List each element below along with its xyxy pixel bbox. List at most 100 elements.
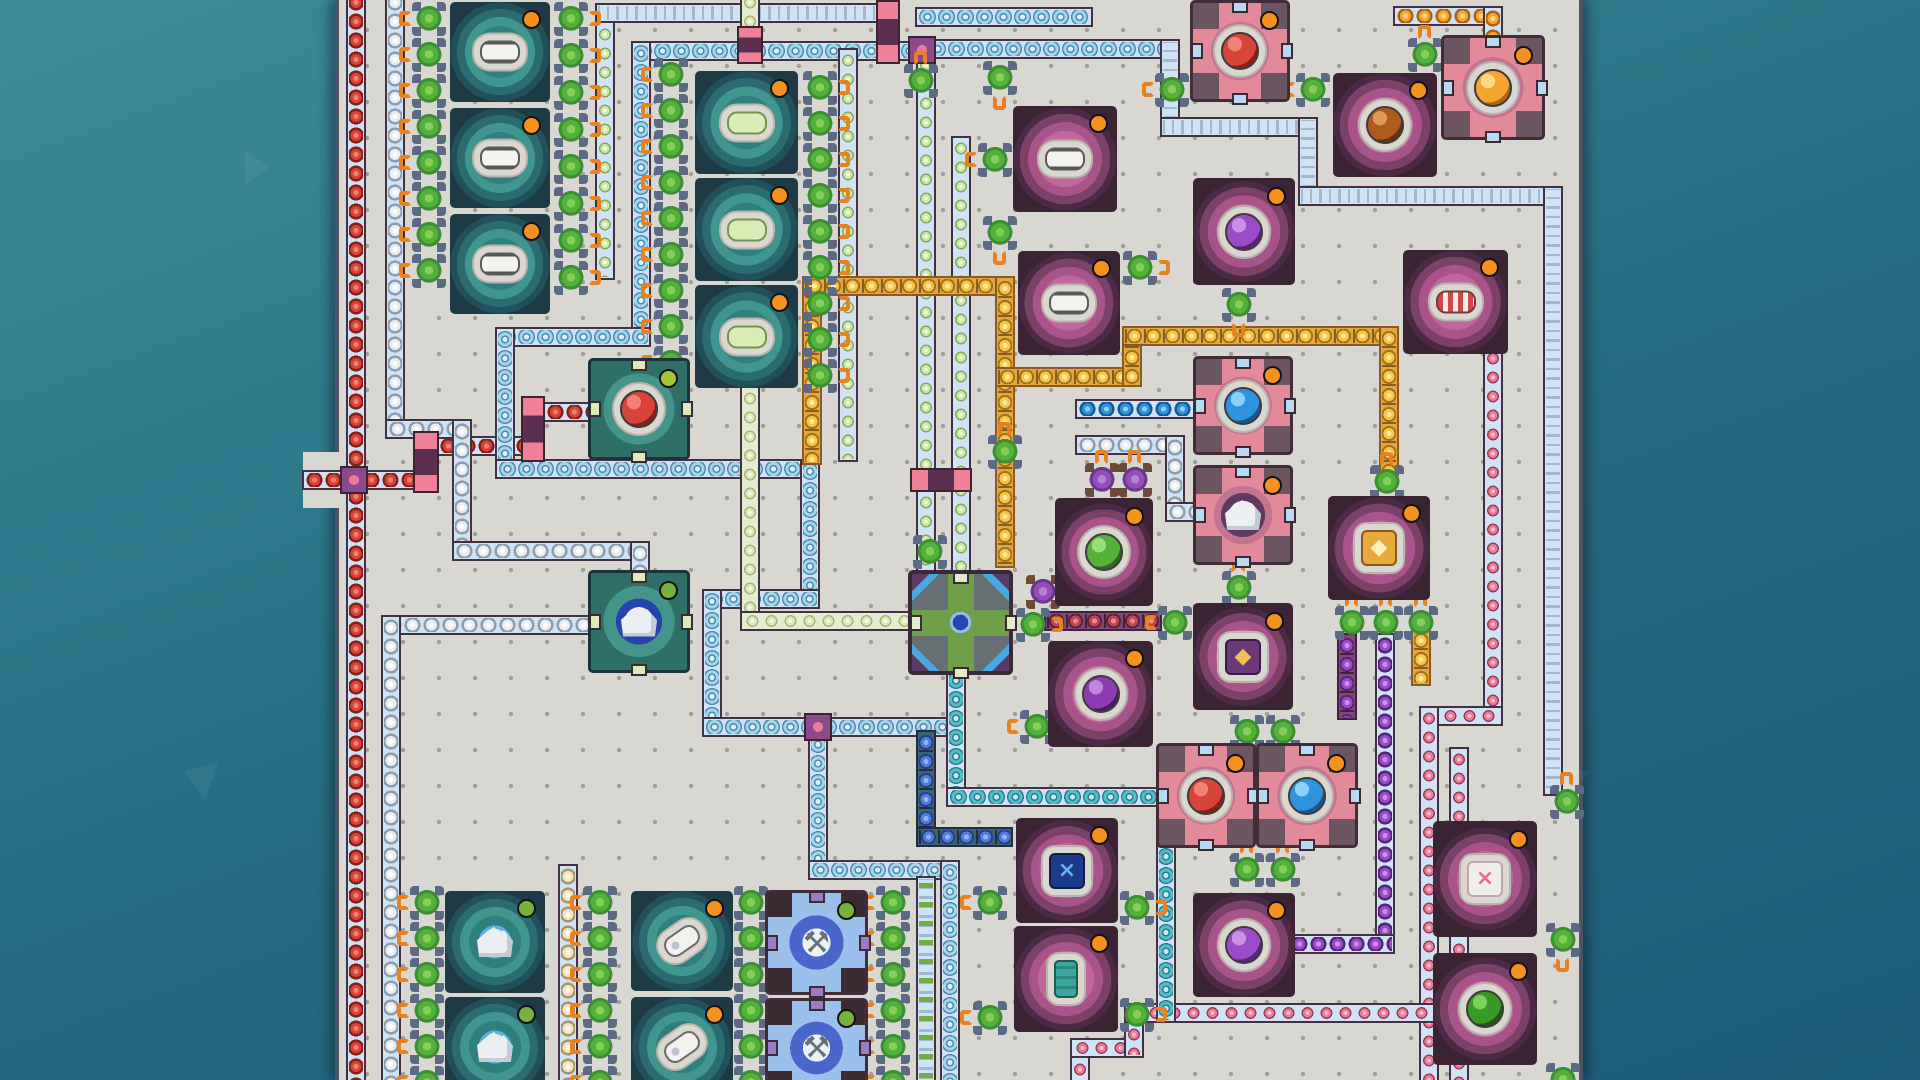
machine-pinkRound-bluex[interactable]: × bbox=[1016, 818, 1118, 923]
machine-pinkSquare-redball[interactable] bbox=[1156, 743, 1259, 851]
resource-tree[interactable] bbox=[803, 287, 837, 321]
conveyor-belt-arrows[interactable] bbox=[916, 876, 936, 1080]
machine-pinkRound-purpleball[interactable] bbox=[1193, 178, 1295, 285]
conveyor-belt-silver[interactable] bbox=[381, 615, 401, 1080]
resource-tree[interactable] bbox=[876, 922, 910, 956]
machine-pinkSquare-redball[interactable] bbox=[1190, 0, 1293, 105]
resource-tree[interactable] bbox=[554, 187, 588, 221]
conveyor-belt-ygreen[interactable] bbox=[740, 386, 760, 631]
conveyor-belt-gear[interactable] bbox=[495, 327, 515, 479]
conveyor-belt-gear[interactable] bbox=[808, 732, 828, 880]
purple-resource-tree[interactable] bbox=[1026, 575, 1060, 609]
resource-tree[interactable] bbox=[1550, 785, 1584, 819]
conveyor-belt-purple[interactable] bbox=[1375, 633, 1395, 954]
resource-tree[interactable] bbox=[734, 994, 768, 1028]
conveyor-belt-red[interactable] bbox=[302, 470, 437, 490]
conveyor-belt-gcaps[interactable] bbox=[838, 48, 858, 462]
machine-tealRound-gcapsC[interactable] bbox=[695, 285, 798, 388]
resource-tree[interactable] bbox=[554, 261, 588, 295]
conveyor-belt-none[interactable] bbox=[1543, 186, 1563, 796]
resource-tree[interactable] bbox=[1120, 998, 1154, 1032]
conveyor-belt-orangeball[interactable] bbox=[1393, 6, 1503, 26]
resource-tree[interactable] bbox=[803, 71, 837, 105]
conveyor-belt-ygreen[interactable] bbox=[740, 611, 913, 631]
resource-tree[interactable] bbox=[1266, 853, 1300, 887]
resource-tree[interactable] bbox=[876, 886, 910, 920]
conveyor-belt-gear[interactable] bbox=[495, 327, 651, 347]
machine-blueSquare-hammer[interactable]: ⚒ bbox=[765, 998, 871, 1080]
resource-tree[interactable] bbox=[654, 274, 688, 308]
resource-tree[interactable] bbox=[913, 535, 947, 569]
machine-pinkRound-greenball[interactable] bbox=[1433, 953, 1537, 1065]
conveyor-belt-silver[interactable] bbox=[385, 0, 405, 439]
conveyor-belt-gcaps[interactable] bbox=[951, 136, 971, 575]
resource-tree[interactable] bbox=[412, 74, 446, 108]
resource-tree[interactable] bbox=[904, 64, 938, 98]
conveyor-belt-gear[interactable] bbox=[702, 589, 722, 737]
resource-tree[interactable] bbox=[876, 1030, 910, 1064]
machine-pinkRound-brownball[interactable] bbox=[1333, 73, 1437, 177]
resource-tree[interactable] bbox=[973, 1001, 1007, 1035]
resource-tree[interactable] bbox=[1222, 288, 1256, 322]
resource-tree[interactable] bbox=[654, 58, 688, 92]
conveyor-belt-gear[interactable] bbox=[925, 39, 1180, 59]
resource-tree[interactable] bbox=[803, 107, 837, 141]
conveyor-belt-red[interactable] bbox=[346, 0, 366, 1080]
conveyor-belt-gear[interactable] bbox=[631, 41, 651, 347]
resource-tree[interactable] bbox=[412, 254, 446, 288]
resource-tree[interactable] bbox=[1016, 608, 1050, 642]
machine-tealSquare-rocks[interactable] bbox=[588, 570, 693, 676]
resource-tree[interactable] bbox=[554, 150, 588, 184]
conveyor-belt-gear[interactable] bbox=[940, 860, 960, 1080]
conveyor-belt-silver[interactable] bbox=[381, 615, 596, 635]
resource-tree[interactable] bbox=[410, 922, 444, 956]
machine-pinkRound-purplebug[interactable] bbox=[1048, 641, 1153, 747]
resource-tree[interactable] bbox=[410, 886, 444, 920]
resource-tree[interactable] bbox=[803, 251, 837, 285]
resource-tree[interactable] bbox=[410, 994, 444, 1028]
resource-tree[interactable] bbox=[583, 1066, 617, 1080]
resource-tree[interactable] bbox=[583, 922, 617, 956]
resource-tree[interactable] bbox=[412, 110, 446, 144]
resource-tree[interactable] bbox=[1370, 465, 1404, 499]
resource-tree[interactable] bbox=[1296, 73, 1330, 107]
resource-tree[interactable] bbox=[654, 238, 688, 272]
resource-tree[interactable] bbox=[876, 994, 910, 1028]
belt-tunnel-crossover[interactable] bbox=[876, 0, 900, 64]
resource-tree[interactable] bbox=[803, 323, 837, 357]
machine-pinkRound-caps[interactable] bbox=[1013, 106, 1117, 212]
resource-tree[interactable] bbox=[734, 886, 768, 920]
conveyor-belt-pinkx[interactable] bbox=[1483, 346, 1503, 726]
resource-tree[interactable] bbox=[1369, 606, 1403, 640]
machine-pinkSquare-orangeball[interactable] bbox=[1441, 35, 1548, 143]
resource-tree[interactable] bbox=[654, 94, 688, 128]
machine-tealRound-rocks[interactable] bbox=[445, 997, 545, 1080]
purple-resource-tree[interactable] bbox=[1118, 463, 1152, 497]
resource-tree[interactable] bbox=[583, 1030, 617, 1064]
resource-tree[interactable] bbox=[803, 215, 837, 249]
conveyor-belt-silver[interactable] bbox=[452, 541, 650, 561]
conveyor-belt-pinkx[interactable] bbox=[1419, 706, 1503, 726]
conveyor-belt-gear[interactable] bbox=[702, 717, 966, 737]
machine-pinkRound-tealbat[interactable] bbox=[1014, 926, 1118, 1032]
resource-tree[interactable] bbox=[1230, 853, 1264, 887]
resource-tree[interactable] bbox=[412, 218, 446, 252]
resource-tree[interactable] bbox=[410, 1030, 444, 1064]
machine-tealRound-caps[interactable] bbox=[450, 214, 550, 314]
resource-tree[interactable] bbox=[734, 958, 768, 992]
conveyor-belt-gcaps[interactable] bbox=[916, 53, 936, 575]
conveyor-belt-gold[interactable] bbox=[1122, 326, 1399, 346]
conveyor-belt-gear[interactable] bbox=[702, 589, 820, 609]
machine-pinkSquare-blueball[interactable] bbox=[1193, 356, 1296, 458]
conveyor-belt-gear[interactable] bbox=[808, 860, 960, 880]
resource-tree[interactable] bbox=[1158, 606, 1192, 640]
machine-pinkRound-caps[interactable] bbox=[1018, 251, 1120, 355]
conveyor-belt-cube[interactable] bbox=[916, 827, 1013, 847]
machine-pinkSquare-blueball[interactable] bbox=[1256, 743, 1361, 851]
resource-tree[interactable] bbox=[1123, 251, 1157, 285]
belt-tunnel-crossover[interactable] bbox=[413, 431, 439, 493]
conveyor-belt-pinkx[interactable] bbox=[1124, 1003, 1439, 1023]
resource-tree[interactable] bbox=[412, 2, 446, 36]
belt-junction-node[interactable] bbox=[340, 466, 368, 494]
belt-tunnel-crossover[interactable] bbox=[521, 396, 545, 462]
